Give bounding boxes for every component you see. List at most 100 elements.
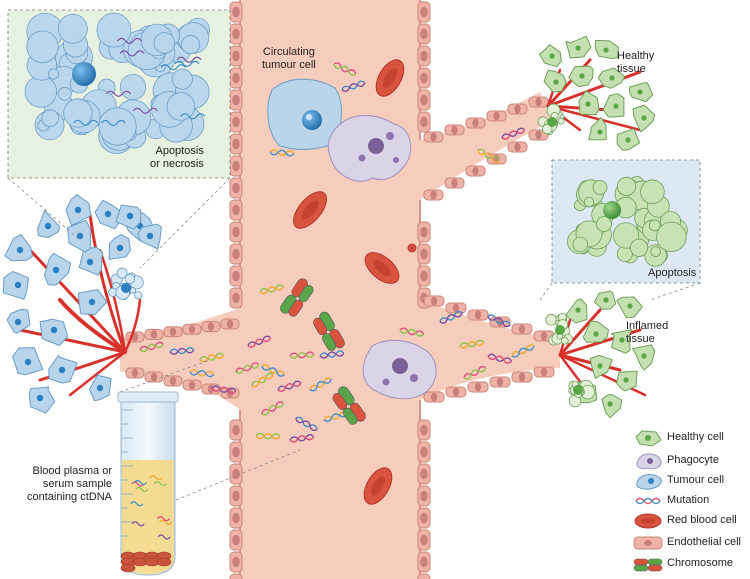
legend-icon-healthy [635, 430, 662, 447]
dna-fragment [199, 352, 225, 363]
endothelial-cell [445, 386, 467, 398]
dna-fragment [277, 380, 302, 392]
endothelial-cell [417, 1, 431, 23]
legend-icon-phagocyte [636, 453, 662, 470]
ctdna-fragments [139, 62, 535, 443]
endothelial-cell [486, 110, 507, 122]
endothelial-cell [417, 67, 431, 89]
dna-fragment [259, 284, 285, 295]
dna-fragment [319, 350, 345, 359]
red-blood-cell [363, 467, 393, 505]
endothelial-cell [125, 367, 145, 379]
red-blood-cell [375, 59, 405, 97]
legend-label-endothelial: Endothelial cell [667, 536, 741, 548]
circulating-tumour-cell [267, 78, 342, 150]
endothelial-cell [163, 375, 183, 387]
endothelial-cell [229, 551, 243, 573]
legend-icon-mutation [635, 497, 661, 505]
endothelial-cell [511, 323, 533, 335]
endothelial-cell [201, 321, 221, 333]
legend [633, 430, 663, 572]
endothelial-cell [533, 366, 555, 378]
dna-fragment [511, 344, 535, 358]
dna-fragment [289, 434, 315, 443]
blood-sample-tube [117, 359, 301, 576]
red-blood-cell [407, 243, 417, 253]
dna-fragment [255, 432, 281, 440]
dna-fragment [261, 401, 284, 416]
dna-fragment [323, 410, 348, 423]
endothelial-cell [229, 221, 243, 243]
endothelial-cell [229, 287, 243, 309]
chromosome [313, 311, 345, 351]
tumour-tissue [2, 194, 162, 414]
dna-fragment [477, 148, 500, 163]
endothelial-cell [423, 295, 445, 307]
dna-fragment [459, 339, 485, 349]
dna-fragment [189, 369, 215, 378]
endothelial-cell [417, 265, 431, 287]
endothelial-wall [125, 1, 555, 579]
legend-label-chromosome: Chromosome [667, 557, 734, 569]
endothelial-cell [423, 131, 444, 143]
endothelial-cell [229, 463, 243, 485]
legend-icon-rbc [634, 513, 662, 529]
endothelial-cell [528, 96, 549, 108]
dna-fragment [261, 364, 285, 377]
red-blood-cell [364, 252, 400, 284]
endothelial-cell [507, 103, 528, 115]
endothelial-cell [417, 45, 431, 67]
dna-fragment [501, 127, 526, 140]
endothelial-cell [417, 485, 431, 507]
endothelial-cell [229, 177, 243, 199]
endothelial-cell [229, 133, 243, 155]
phagocyte-upper [327, 115, 412, 182]
endothelial-cell [417, 551, 431, 573]
endothelial-cell [229, 45, 243, 67]
dna-fragment [211, 385, 237, 394]
inflamed-tissue [545, 290, 656, 419]
red-blood-cells [293, 59, 417, 505]
endothelial-cell [489, 376, 511, 388]
endothelial-cell [417, 419, 431, 441]
legend-label-mutation: Mutation [667, 494, 710, 506]
dna-fragment [463, 365, 487, 380]
legend-label-phagocyte: Phagocyte [667, 454, 719, 466]
legend-icon-endothelial [633, 536, 663, 550]
tumour-zoom-panel [7, 9, 231, 269]
endothelial-cell [220, 318, 240, 330]
endothelial-cell [417, 23, 431, 45]
endothelial-cell [465, 117, 486, 129]
endothelial-cell [465, 165, 486, 177]
endothelial-cell [423, 391, 445, 403]
healthy-tissue [537, 35, 656, 151]
dna-fragment [341, 80, 366, 92]
endothelial-cell [229, 265, 243, 287]
endothelial-cell [417, 111, 431, 133]
endothelial-cell [229, 485, 243, 507]
label-apoptosis: Apoptosis [648, 267, 697, 279]
endothelial-cell [445, 302, 467, 314]
dna-fragment [247, 335, 272, 348]
endothelial-cell [229, 573, 243, 579]
legend-label-tumour: Tumour cell [667, 474, 725, 486]
dna-fragment [235, 362, 260, 374]
endothelial-cell [511, 371, 533, 383]
dna-fragment [487, 353, 513, 364]
dna-fragment [487, 314, 511, 328]
endothelial-cell [417, 507, 431, 529]
endothelial-cell [229, 67, 243, 89]
legend-label-rbc: Red blood cell [667, 514, 737, 526]
endothelial-cell [417, 221, 431, 243]
dna-fragment [309, 377, 332, 392]
dna-fragment [169, 347, 195, 355]
endothelial-cell [444, 177, 465, 189]
endothelial-cell [528, 129, 549, 141]
endothelial-cell [144, 328, 164, 340]
phagocyte-lower [362, 339, 437, 400]
